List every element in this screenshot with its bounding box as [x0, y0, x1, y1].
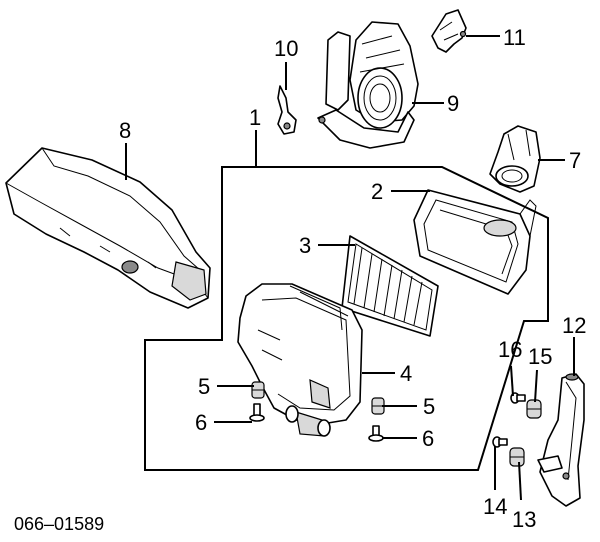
- air-filter-part-3: [341, 235, 439, 337]
- callout-15: 15: [528, 344, 552, 369]
- housing-cover-part-2: [413, 189, 537, 295]
- callout-10: 10: [274, 36, 298, 61]
- duct-part-7: [489, 125, 541, 193]
- clip-part-11: [431, 9, 467, 53]
- assembly-outline: [144, 166, 549, 471]
- callout-11: 11: [503, 25, 526, 50]
- lower-housing-part-4: [237, 283, 363, 437]
- callout-6a: 6: [195, 410, 207, 435]
- callout-16: 16: [498, 337, 522, 362]
- grommet-part-13: [509, 447, 525, 467]
- callout-3: 3: [299, 233, 311, 258]
- callout-7: 7: [569, 148, 581, 173]
- callout-4: 4: [400, 361, 412, 386]
- leader-lines: [125, 35, 575, 501]
- callout-5a: 5: [198, 374, 210, 399]
- intake-duct-part-8: [5, 147, 211, 309]
- callout-1: 1: [249, 105, 261, 130]
- bracket-part-12: [537, 373, 585, 507]
- callout-13: 13: [512, 507, 536, 532]
- bolt-part-6b: [368, 425, 384, 442]
- callout-8: 8: [119, 118, 131, 143]
- bolt-part-14: [492, 436, 508, 448]
- callout-5b: 5: [423, 394, 435, 419]
- bracket-part-10: [277, 85, 297, 135]
- intake-tube-part-9: [317, 21, 419, 149]
- reference-code: 066–01589: [14, 514, 104, 534]
- bolt-part-6a: [249, 403, 265, 422]
- callout-9: 9: [447, 91, 459, 116]
- callout-2: 2: [371, 179, 383, 204]
- callout-14: 14: [483, 494, 507, 519]
- callout-12: 12: [562, 313, 586, 338]
- grommet-part-5a: [251, 381, 265, 399]
- callout-6b: 6: [422, 426, 434, 451]
- grommet-part-15: [526, 399, 542, 419]
